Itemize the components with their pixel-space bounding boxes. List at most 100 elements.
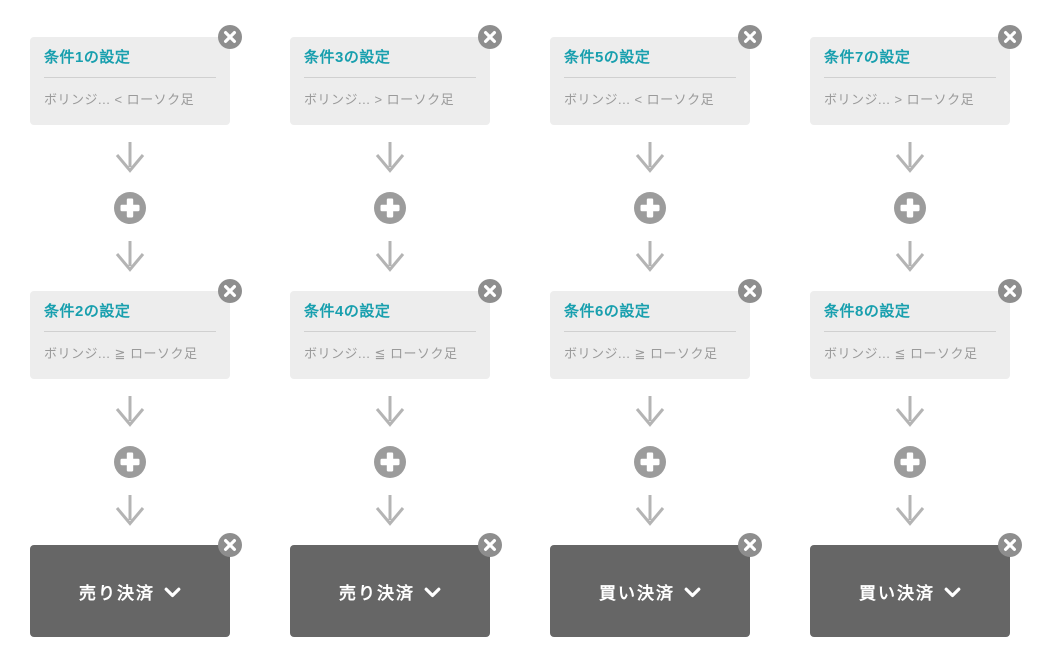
strategy-column: 条件1の設定 ボリンジ... < ローソク足 条件2の設定: [30, 25, 242, 637]
arrow-down-icon: [635, 141, 665, 173]
remove-action-button[interactable]: [478, 533, 502, 557]
add-condition-button[interactable]: [634, 192, 666, 224]
exit-action-button[interactable]: 買い決済: [550, 533, 762, 637]
condition-summary: ボリンジ... < ローソク足: [44, 92, 195, 107]
remove-action-button[interactable]: [218, 533, 242, 557]
remove-condition-button[interactable]: [998, 25, 1022, 49]
close-icon: [998, 533, 1022, 557]
condition-card-divider: [304, 77, 476, 78]
flow-connector: [810, 125, 1010, 291]
arrow-down-icon: [115, 141, 145, 173]
condition-card-divider: [564, 331, 736, 332]
arrow-down-icon: [115, 395, 145, 427]
plus-icon: [894, 192, 926, 224]
plus-icon: [634, 446, 666, 478]
arrow-down-icon: [375, 141, 405, 173]
flow-connector: [810, 379, 1010, 545]
condition-card-divider: [44, 77, 216, 78]
exit-action-label: 買い決済: [859, 583, 935, 603]
condition-summary: ボリンジ... ≧ ローソク足: [44, 346, 198, 361]
flow-connector: [550, 125, 750, 291]
plus-icon: [114, 446, 146, 478]
condition-card-title: 条件3の設定: [304, 49, 391, 66]
exit-action-button[interactable]: 買い決済: [810, 533, 1022, 637]
flow-connector: [290, 125, 490, 291]
condition-summary: ボリンジ... ≦ ローソク足: [824, 346, 978, 361]
close-icon: [218, 533, 242, 557]
condition-card[interactable]: 条件3の設定 ボリンジ... > ローソク足: [290, 25, 502, 125]
arrow-down-icon: [895, 494, 925, 526]
strategy-column: 条件7の設定 ボリンジ... > ローソク足 条件8の設定: [810, 25, 1022, 637]
condition-summary: ボリンジ... > ローソク足: [304, 92, 455, 107]
add-condition-button[interactable]: [894, 192, 926, 224]
remove-condition-button[interactable]: [218, 279, 242, 303]
condition-card[interactable]: 条件7の設定 ボリンジ... > ローソク足: [810, 25, 1022, 125]
chevron-down-icon: [944, 587, 961, 598]
close-icon: [738, 25, 762, 49]
arrow-down-icon: [115, 240, 145, 272]
condition-summary: ボリンジ... > ローソク足: [824, 92, 975, 107]
remove-action-button[interactable]: [998, 533, 1022, 557]
arrow-down-icon: [635, 395, 665, 427]
plus-icon: [374, 192, 406, 224]
condition-card[interactable]: 条件1の設定 ボリンジ... < ローソク足: [30, 25, 242, 125]
strategy-column: 条件5の設定 ボリンジ... < ローソク足 条件6の設定: [550, 25, 762, 637]
add-condition-button[interactable]: [114, 446, 146, 478]
add-condition-button[interactable]: [894, 446, 926, 478]
exit-action-button[interactable]: 売り決済: [30, 533, 242, 637]
condition-card-title: 条件7の設定: [824, 49, 911, 66]
condition-card[interactable]: 条件5の設定 ボリンジ... < ローソク足: [550, 25, 762, 125]
arrow-down-icon: [635, 494, 665, 526]
exit-action-button[interactable]: 売り決済: [290, 533, 502, 637]
condition-card-title: 条件4の設定: [304, 303, 391, 320]
condition-card[interactable]: 条件8の設定 ボリンジ... ≦ ローソク足: [810, 279, 1022, 379]
remove-condition-button[interactable]: [478, 25, 502, 49]
strategy-column: 条件3の設定 ボリンジ... > ローソク足 条件4の設定: [290, 25, 502, 637]
close-icon: [478, 25, 502, 49]
condition-card[interactable]: 条件2の設定 ボリンジ... ≧ ローソク足: [30, 279, 242, 379]
remove-condition-button[interactable]: [218, 25, 242, 49]
close-icon: [218, 279, 242, 303]
condition-card-divider: [44, 331, 216, 332]
close-icon: [738, 279, 762, 303]
close-icon: [218, 25, 242, 49]
add-condition-button[interactable]: [374, 192, 406, 224]
chevron-down-icon: [684, 587, 701, 598]
remove-action-button[interactable]: [738, 533, 762, 557]
chevron-down-icon: [424, 587, 441, 598]
add-condition-button[interactable]: [634, 446, 666, 478]
exit-action-label: 売り決済: [79, 583, 155, 603]
condition-card[interactable]: 条件6の設定 ボリンジ... ≧ ローソク足: [550, 279, 762, 379]
close-icon: [478, 279, 502, 303]
plus-icon: [374, 446, 406, 478]
arrow-down-icon: [895, 240, 925, 272]
flow-connector: [550, 379, 750, 545]
arrow-down-icon: [895, 395, 925, 427]
close-icon: [738, 533, 762, 557]
condition-card-divider: [564, 77, 736, 78]
condition-card-title: 条件2の設定: [44, 303, 131, 320]
remove-condition-button[interactable]: [998, 279, 1022, 303]
remove-condition-button[interactable]: [738, 279, 762, 303]
flow-connector: [30, 125, 230, 291]
close-icon: [998, 25, 1022, 49]
condition-summary: ボリンジ... ≦ ローソク足: [304, 346, 458, 361]
arrow-down-icon: [895, 141, 925, 173]
plus-icon: [114, 192, 146, 224]
condition-summary: ボリンジ... ≧ ローソク足: [564, 346, 718, 361]
plus-icon: [894, 446, 926, 478]
remove-condition-button[interactable]: [738, 25, 762, 49]
arrow-down-icon: [375, 494, 405, 526]
condition-card[interactable]: 条件4の設定 ボリンジ... ≦ ローソク足: [290, 279, 502, 379]
arrow-down-icon: [115, 494, 145, 526]
condition-card-divider: [824, 331, 996, 332]
remove-condition-button[interactable]: [478, 279, 502, 303]
add-condition-button[interactable]: [374, 446, 406, 478]
arrow-down-icon: [375, 395, 405, 427]
exit-action-label: 買い決済: [599, 583, 675, 603]
add-condition-button[interactable]: [114, 192, 146, 224]
plus-icon: [634, 192, 666, 224]
chevron-down-icon: [164, 587, 181, 598]
condition-card-title: 条件5の設定: [564, 49, 651, 66]
